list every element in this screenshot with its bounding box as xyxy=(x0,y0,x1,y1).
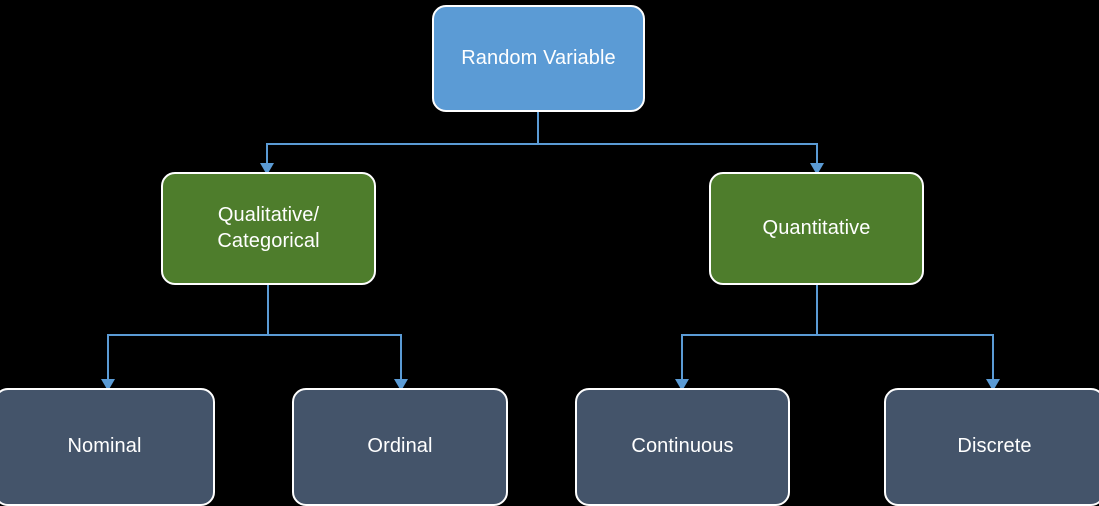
node-continuous[interactable]: Continuous xyxy=(575,388,790,506)
node-nominal[interactable]: Nominal xyxy=(0,388,215,506)
node-quantitative[interactable]: Quantitative xyxy=(709,172,924,285)
node-random-variable[interactable]: Random Variable xyxy=(432,5,645,112)
edge-qualitative-to-nominal xyxy=(107,285,269,379)
edge-root-to-qualitative xyxy=(266,112,539,163)
node-qualitative-categorical-label: Qualitative/ Categorical xyxy=(217,203,320,252)
node-discrete-label: Discrete xyxy=(957,435,1032,458)
node-discrete[interactable]: Discrete xyxy=(884,388,1099,506)
edge-root-to-quantitative xyxy=(538,143,818,163)
node-quantitative-label: Quantitative xyxy=(762,216,871,239)
edge-quantitative-to-continuous xyxy=(681,285,818,379)
node-ordinal[interactable]: Ordinal xyxy=(292,388,508,506)
edge-qualitative-to-ordinal xyxy=(268,334,402,379)
node-qualitative-categorical[interactable]: Qualitative/ Categorical xyxy=(161,172,376,285)
node-ordinal-label: Ordinal xyxy=(367,435,433,458)
edge-quantitative-to-discrete xyxy=(817,334,994,379)
node-random-variable-label: Random Variable xyxy=(461,46,616,69)
node-continuous-label: Continuous xyxy=(631,435,734,458)
node-nominal-label: Nominal xyxy=(67,435,142,458)
